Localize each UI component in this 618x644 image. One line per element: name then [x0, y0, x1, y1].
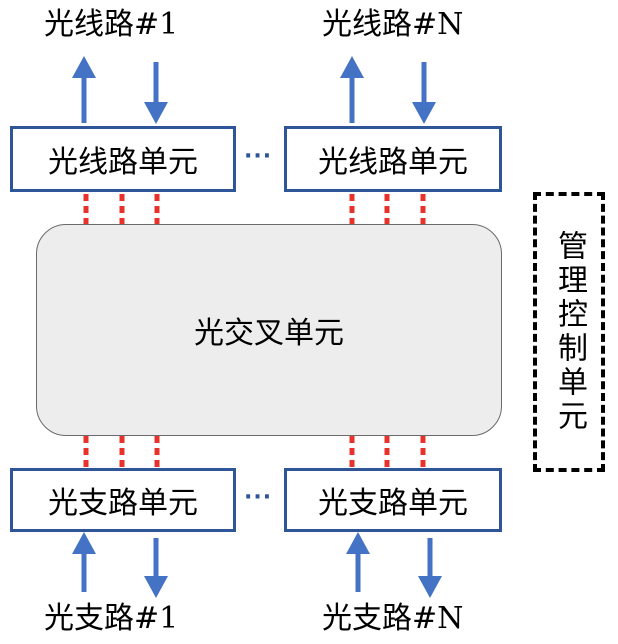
line-unit-n: 光线路单元 — [284, 126, 502, 192]
tributary-n-output-arrowhead — [418, 576, 442, 598]
management-unit-label: 管理控制单元 — [552, 230, 587, 434]
optical-cross-connect-unit: 光交叉单元 — [36, 224, 502, 436]
line-n-input-arrowhead — [412, 102, 436, 124]
line-unit-1: 光线路单元 — [10, 126, 236, 192]
lower-connectors — [83, 436, 426, 470]
line-1-output-arrowhead — [72, 56, 96, 78]
optical-line-1-label: 光线路#1 — [44, 7, 179, 42]
upper-connectors — [83, 194, 426, 226]
tributary-units-ellipsis: ··· — [244, 485, 273, 510]
tributary-unit-1-label: 光支路单元 — [48, 486, 198, 521]
tributary-unit-n: 光支路单元 — [284, 468, 502, 532]
tributary-1-input-arrowhead — [72, 532, 96, 554]
tributary-n-label: 光支路#N — [322, 601, 464, 636]
tributary-1-output-arrowhead — [144, 576, 168, 598]
tributary-unit-n-label: 光支路单元 — [318, 486, 468, 521]
line-unit-n-label: 光线路单元 — [318, 145, 468, 180]
optical-line-n-label: 光线路#N — [322, 7, 464, 42]
line-unit-1-label: 光线路单元 — [48, 145, 198, 180]
line-units-ellipsis: ··· — [244, 144, 273, 169]
tributary-unit-1: 光支路单元 — [10, 468, 236, 532]
line-n-output-arrowhead — [340, 56, 364, 78]
cross-unit-label: 光交叉单元 — [194, 316, 344, 351]
tributary-n-input-arrowhead — [346, 532, 370, 554]
management-control-unit: 管理控制单元 — [533, 192, 605, 472]
tributary-1-label: 光支路#1 — [44, 601, 179, 636]
line-1-input-arrowhead — [144, 102, 168, 124]
